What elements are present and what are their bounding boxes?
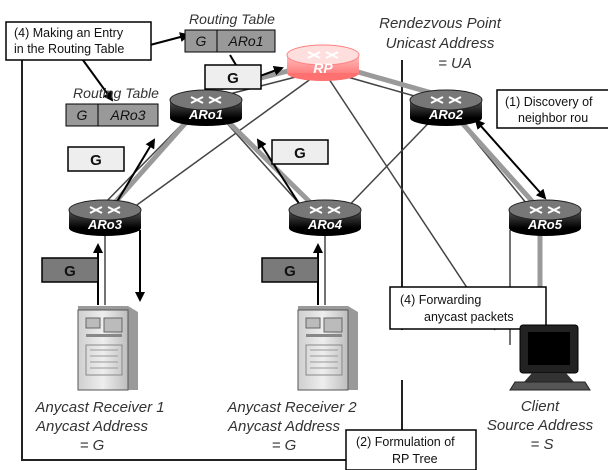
routing-table-left-group: G <box>77 107 88 123</box>
router-arrows-icon <box>89 206 121 214</box>
g-packet-right-upper-label: G <box>294 145 306 162</box>
computer-icon-client <box>509 324 591 391</box>
router-aro1[interactable]: ARo1 <box>169 89 243 126</box>
aro3-label: ARo3 <box>87 217 123 232</box>
callout-formulation-line2: RP Tree <box>392 452 438 466</box>
routing-table-top-title: Routing Table <box>189 11 275 27</box>
aro1-label: ARo1 <box>188 107 223 122</box>
g-packet-top-label: G <box>227 70 239 87</box>
g-packet-right-lower: G <box>261 257 319 283</box>
routing-table-top-group: G <box>196 33 207 49</box>
receiver2-line3: = G <box>272 437 297 454</box>
callout-forwarding-line1: (4) Forwarding <box>400 293 481 307</box>
receiver2-line1: Anycast Receiver 2 <box>226 399 357 416</box>
client-line3: = S <box>531 436 554 453</box>
receiver1-line1: Anycast Receiver 1 <box>34 399 164 416</box>
router-aro5[interactable]: ARo5 <box>508 199 582 236</box>
callout-discovery: (1) Discovery of neighbor rou <box>496 89 608 129</box>
routing-table-left-next-hop: ARo3 <box>109 107 145 123</box>
routing-table-top: Routing Table G ARo1 <box>184 11 276 53</box>
router-aro3[interactable]: ARo3 <box>68 199 142 236</box>
client-line2: Source Address <box>487 417 594 434</box>
g-packet-left-lower-label: G <box>64 263 76 280</box>
g-packet-top: G <box>204 64 262 90</box>
router-aro2[interactable]: ARo2 <box>409 89 483 126</box>
g-packet-right-upper: G <box>271 139 329 165</box>
callout-formulation: (2) Formulation of RP Tree <box>345 429 477 470</box>
callout-making-entry-line1: (4) Making an Entry <box>14 26 124 40</box>
g-packet-left-upper: G <box>67 146 125 172</box>
g-packet-left-upper-label: G <box>90 152 102 169</box>
receiver1-line3: = G <box>80 437 105 454</box>
router-arrows-icon <box>190 96 222 104</box>
aro5-label: ARo5 <box>527 217 563 232</box>
router-aro4[interactable]: ARo4 <box>288 199 362 236</box>
router-arrows-icon <box>307 51 339 59</box>
callout-discovery-line2: neighbor rou <box>518 111 588 125</box>
domain-boundary <box>21 60 403 461</box>
rp-label: RP <box>313 60 333 76</box>
router-arrows-icon <box>309 206 341 214</box>
receiver2-label: Anycast Receiver 2 Anycast Address = G <box>226 399 357 454</box>
rp-title-line3: = UA <box>438 55 472 72</box>
rp-title-line2: Unicast Address <box>386 35 495 52</box>
receiver1-line2: Anycast Address <box>35 418 148 435</box>
aro4-label: ARo4 <box>307 217 343 232</box>
rp-description: Rendezvous Point Unicast Address = UA <box>379 15 502 72</box>
callout-making-entry-line2: in the Routing Table <box>14 42 124 56</box>
callout-discovery-line1: (1) Discovery of <box>505 95 593 109</box>
rp-router[interactable]: RP <box>286 44 360 81</box>
g-packet-right-lower-label: G <box>284 263 296 280</box>
callout-formulation-line1: (2) Formulation of <box>356 435 455 449</box>
router-arrows-icon <box>529 206 561 214</box>
client-line1: Client <box>521 398 560 415</box>
server-icon-receiver1 <box>77 306 138 391</box>
callout-forwarding: (4) Forwarding anycast packets <box>389 286 547 330</box>
callout-forwarding-line2: anycast packets <box>424 310 514 324</box>
callout-making-entry: (4) Making an Entry in the Routing Table <box>5 21 152 61</box>
aro2-label: ARo2 <box>428 107 464 122</box>
routing-table-left: Routing Table G ARo3 <box>65 85 159 127</box>
server-icon-receiver2 <box>297 306 358 391</box>
rp-title-line1: Rendezvous Point <box>379 15 502 32</box>
receiver2-line2: Anycast Address <box>227 418 340 435</box>
g-packet-left-lower: G <box>41 257 99 283</box>
routing-table-left-title: Routing Table <box>73 85 159 101</box>
client-label: Client Source Address = S <box>487 398 594 453</box>
router-arrows-icon <box>430 96 462 104</box>
receiver1-label: Anycast Receiver 1 Anycast Address = G <box>34 399 164 454</box>
routing-table-top-next-hop: ARo1 <box>227 33 263 49</box>
